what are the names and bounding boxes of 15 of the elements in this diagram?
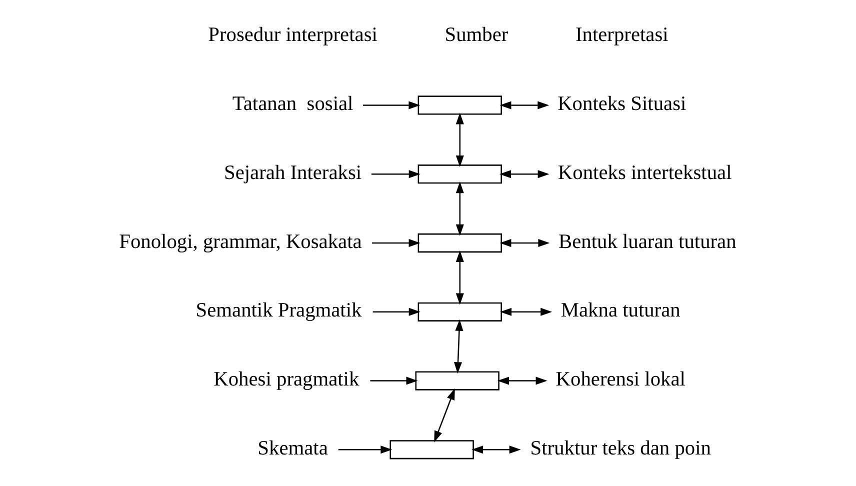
label: Prosedur interpretasi [208,24,378,46]
node-text: Semantik Pragmatik [196,300,362,322]
node-text: Konteks Situasi [558,93,686,116]
node-text: Bentuk luaran tuturan [558,230,736,253]
label: Sumber [444,24,508,46]
node-text: Fonologi, grammar, Kosakata [119,230,362,253]
node-text: Makna tuturan [560,300,680,322]
node-text: Kohesi pragmatik [214,368,360,391]
node-text: Sejarah Interaksi [224,162,362,184]
label: Interpretasi [575,24,668,46]
node-text: Tatanan sosial [232,93,354,116]
node-text: Koherensi lokal [556,368,686,391]
node-text: Konteks intertekstual [558,162,732,184]
node-text: Skemata [258,437,328,460]
node-text: Struktur teks dan poin [530,437,711,460]
